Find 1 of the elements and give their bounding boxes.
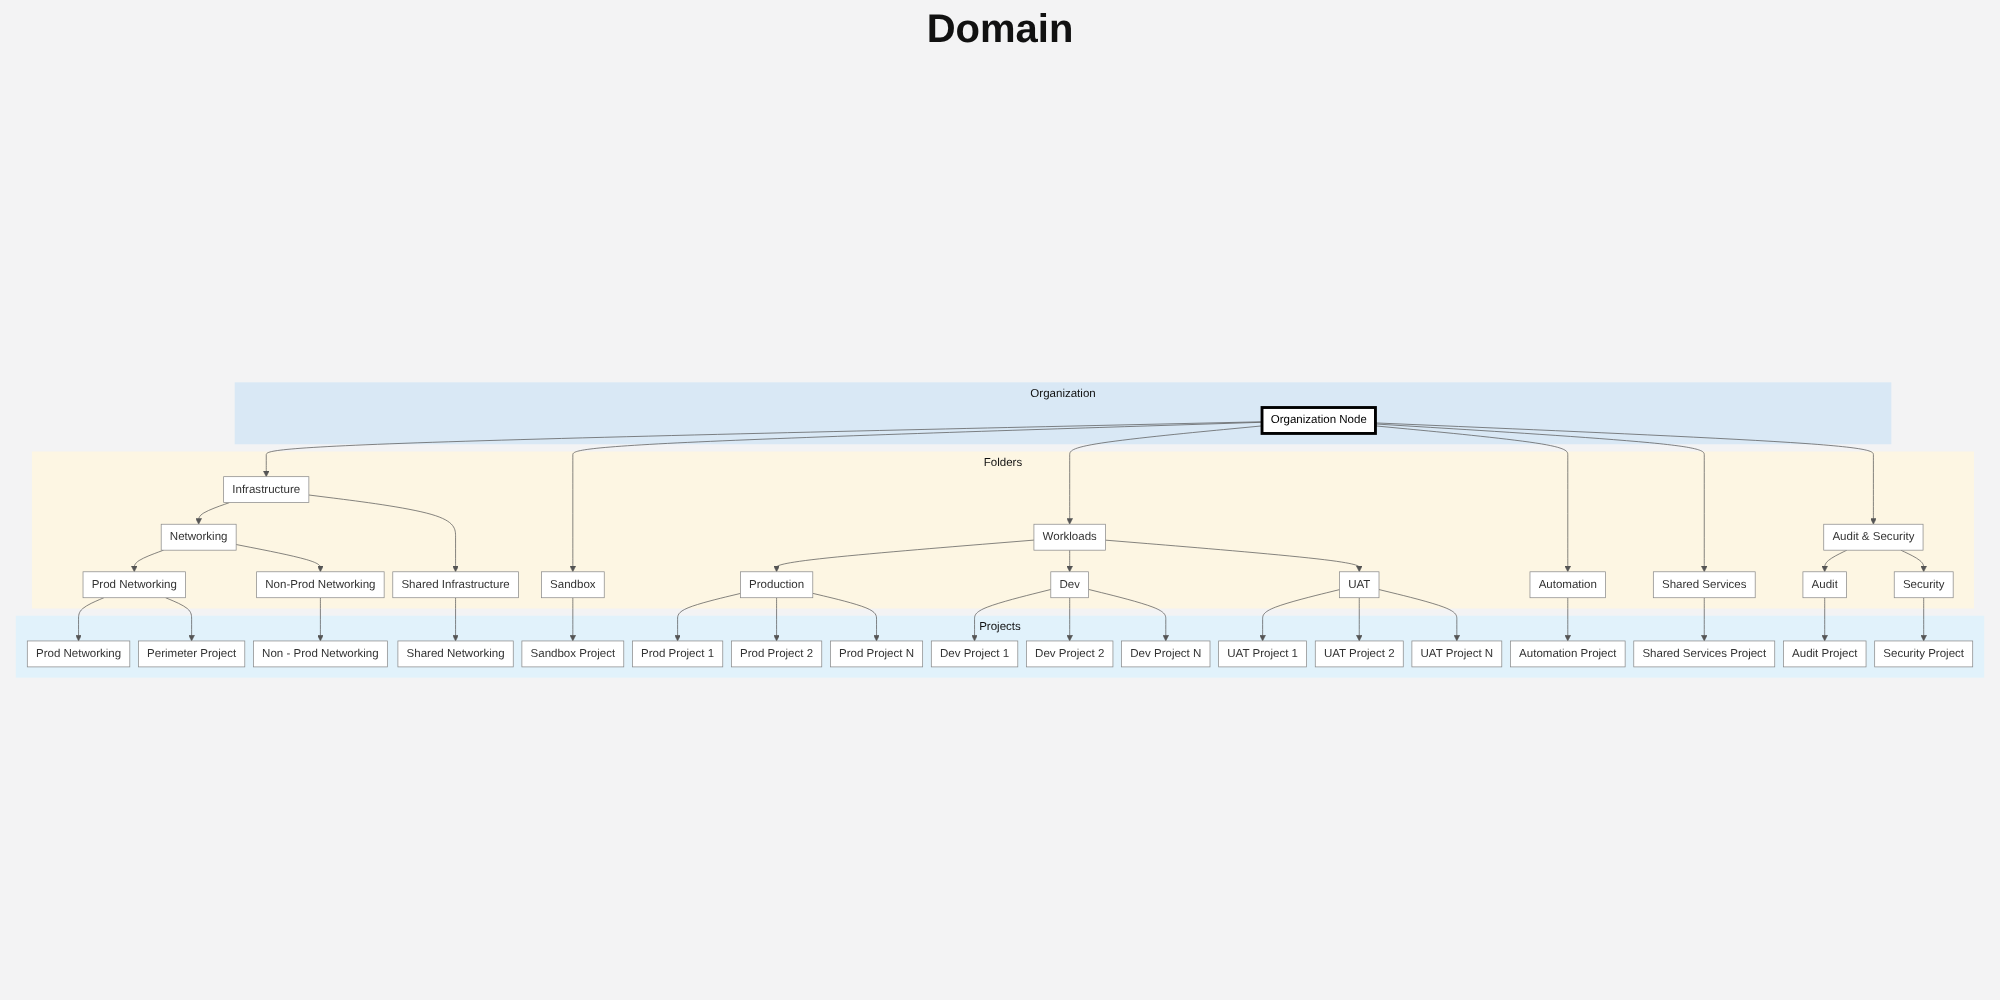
diagram-title: Domain	[926, 8, 1074, 54]
